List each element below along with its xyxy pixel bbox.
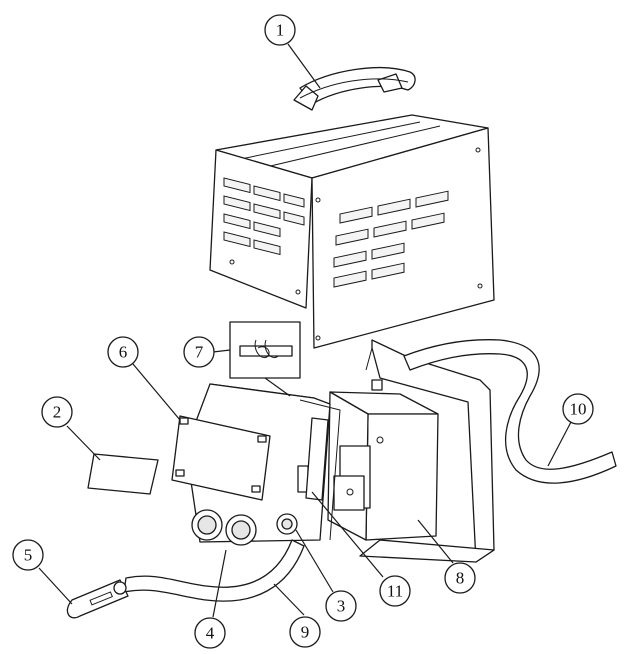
callout-10-label: 10 bbox=[570, 400, 587, 419]
label-plate bbox=[87, 453, 159, 495]
callout-1: 1 bbox=[264, 14, 296, 46]
callout-1-label: 1 bbox=[276, 21, 285, 40]
callout-2: 2 bbox=[41, 396, 73, 428]
chassis-frame bbox=[359, 339, 495, 563]
callout-4: 4 bbox=[194, 617, 226, 649]
callout-4-label: 4 bbox=[206, 624, 215, 643]
callout-2-label: 2 bbox=[53, 403, 62, 422]
callout-10: 10 bbox=[562, 393, 594, 425]
callout-8-label: 8 bbox=[456, 569, 465, 588]
detail-inset-box bbox=[229, 321, 301, 379]
transformer bbox=[327, 391, 439, 541]
callout-6: 6 bbox=[107, 336, 139, 368]
callout-5-label: 5 bbox=[24, 546, 33, 565]
leader-lines bbox=[38, 43, 572, 618]
callout-3: 3 bbox=[325, 590, 357, 622]
output-terminals bbox=[191, 509, 257, 546]
left-vents bbox=[223, 177, 305, 256]
callout-11-label: 11 bbox=[387, 582, 403, 601]
callout-8: 8 bbox=[444, 562, 476, 594]
callout-5: 5 bbox=[12, 539, 44, 571]
control-panel-plate bbox=[171, 415, 271, 501]
input-power-cable bbox=[403, 339, 617, 484]
right-vents bbox=[333, 190, 449, 288]
callout-11: 11 bbox=[379, 575, 411, 607]
ground-cable-and-clamp bbox=[66, 539, 305, 619]
callout-9-label: 9 bbox=[301, 623, 310, 642]
callout-6-label: 6 bbox=[119, 343, 128, 362]
housing-cover bbox=[209, 114, 495, 349]
callout-3-label: 3 bbox=[337, 597, 346, 616]
callout-9: 9 bbox=[289, 616, 321, 648]
callout-7-label: 7 bbox=[195, 343, 204, 362]
carrying-handle bbox=[293, 67, 416, 111]
callout-7: 7 bbox=[183, 336, 215, 368]
